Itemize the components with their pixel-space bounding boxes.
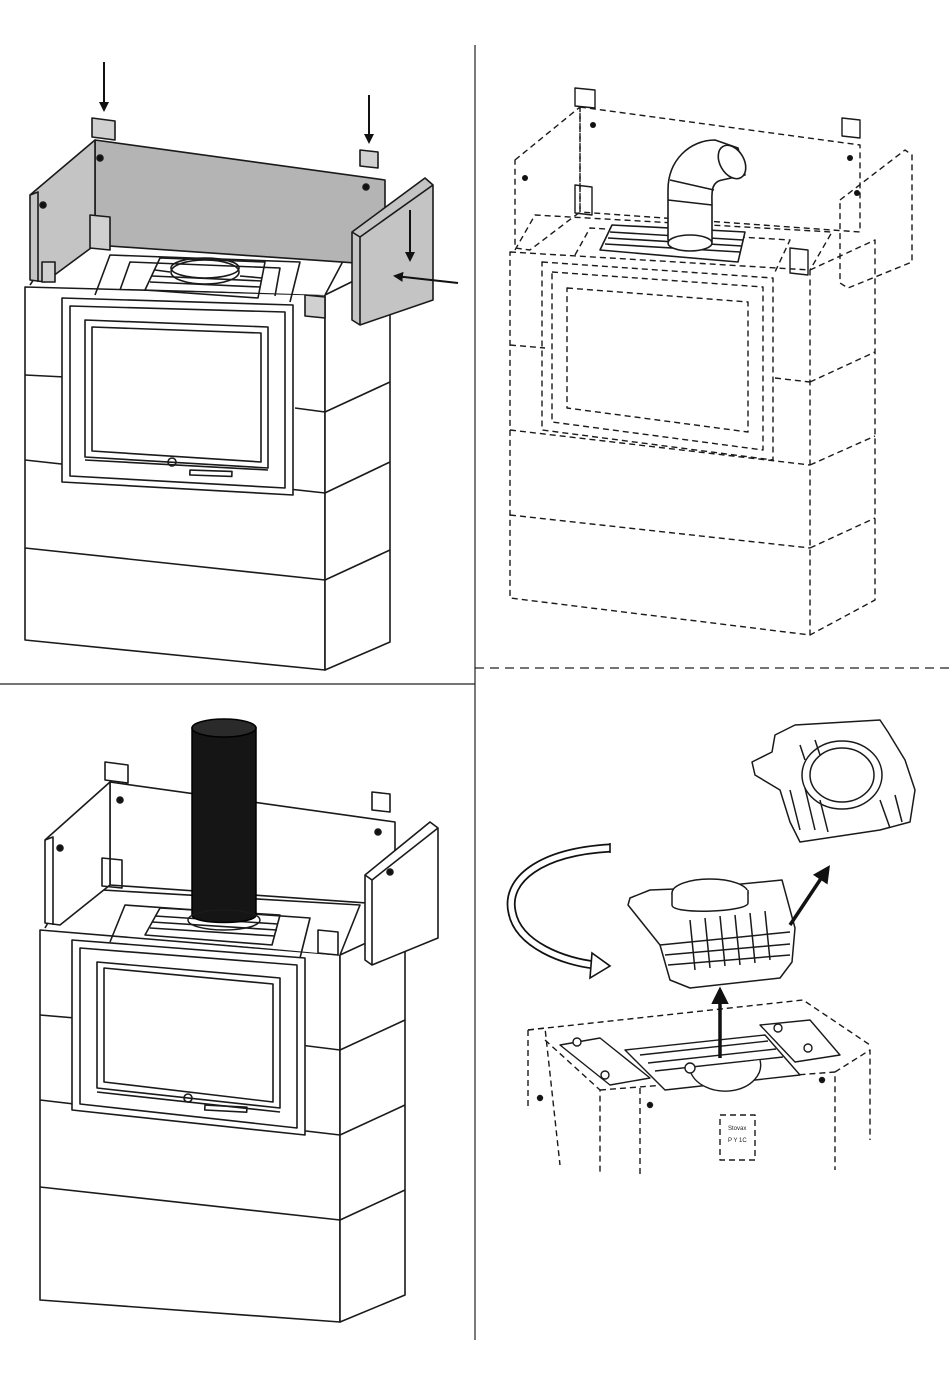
top-plate-installed — [628, 879, 795, 988]
arrow-diagonal-icon — [790, 868, 828, 925]
panel-top-left — [25, 62, 458, 670]
stove-top-parts — [538, 1020, 841, 1108]
rating-plate: Stovax P Y 1C — [728, 1126, 747, 1144]
rotate-arrow-icon — [511, 848, 610, 965]
svg-text:Stovax: Stovax — [728, 1126, 746, 1132]
stove-top-dashed — [528, 1000, 870, 1175]
top-plate-removed — [752, 720, 915, 842]
flue-pipe — [188, 719, 260, 930]
svg-text:P Y 1C: P Y 1C — [728, 1138, 747, 1144]
flue-elbow — [600, 140, 751, 262]
